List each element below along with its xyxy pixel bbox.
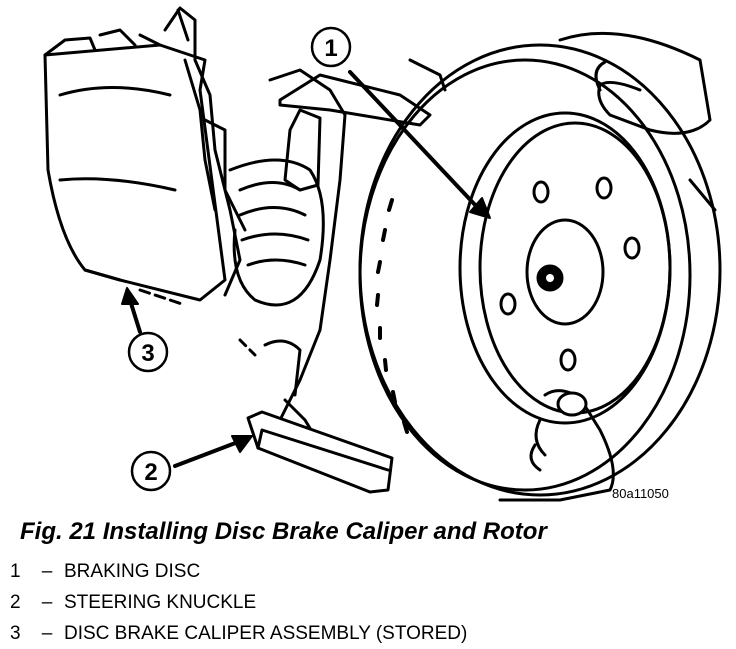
callout-1: [310, 26, 491, 219]
callout-1-number: 1: [324, 35, 337, 62]
legend-label: DISC BRAKE CALIPER ASSEMBLY (STORED): [64, 623, 468, 644]
steering-knuckle-arm: [246, 410, 394, 494]
legend-item: 2–STEERING KNUCKLE: [10, 587, 467, 618]
callout-3-number: 3: [141, 340, 154, 367]
hand-top: [558, 31, 717, 212]
legend-number: 3: [10, 623, 21, 644]
legend-separator: –: [41, 561, 53, 582]
legend-number: 2: [10, 592, 21, 613]
legend-separator: –: [41, 592, 53, 613]
brake-illustration: 1 2 3: [43, 6, 722, 502]
figure-caption: Fig. 21 Installing Disc Brake Caliper an…: [20, 518, 547, 545]
braking-disc: [358, 43, 722, 497]
upper-bracket: [278, 58, 447, 127]
legend-number: 1: [10, 561, 21, 582]
callout-2: [130, 435, 253, 492]
legend-separator: –: [41, 623, 53, 644]
figure-code: 80a11050: [612, 486, 669, 501]
legend-label: STEERING KNUCKLE: [64, 592, 257, 613]
legend-list: 1–BRAKING DISC 2–STEERING KNUCKLE 3–DISC…: [10, 556, 467, 649]
callout-3: [121, 287, 169, 373]
steering-knuckle: [238, 68, 347, 447]
hand-bottom: [498, 389, 615, 502]
callout-2-number: 2: [144, 459, 157, 486]
legend-label: BRAKING DISC: [64, 561, 201, 582]
legend-item: 3–DISC BRAKE CALIPER ASSEMBLY (STORED): [10, 618, 467, 649]
caliper-assembly: [43, 6, 325, 307]
legend-item: 1–BRAKING DISC: [10, 556, 467, 587]
